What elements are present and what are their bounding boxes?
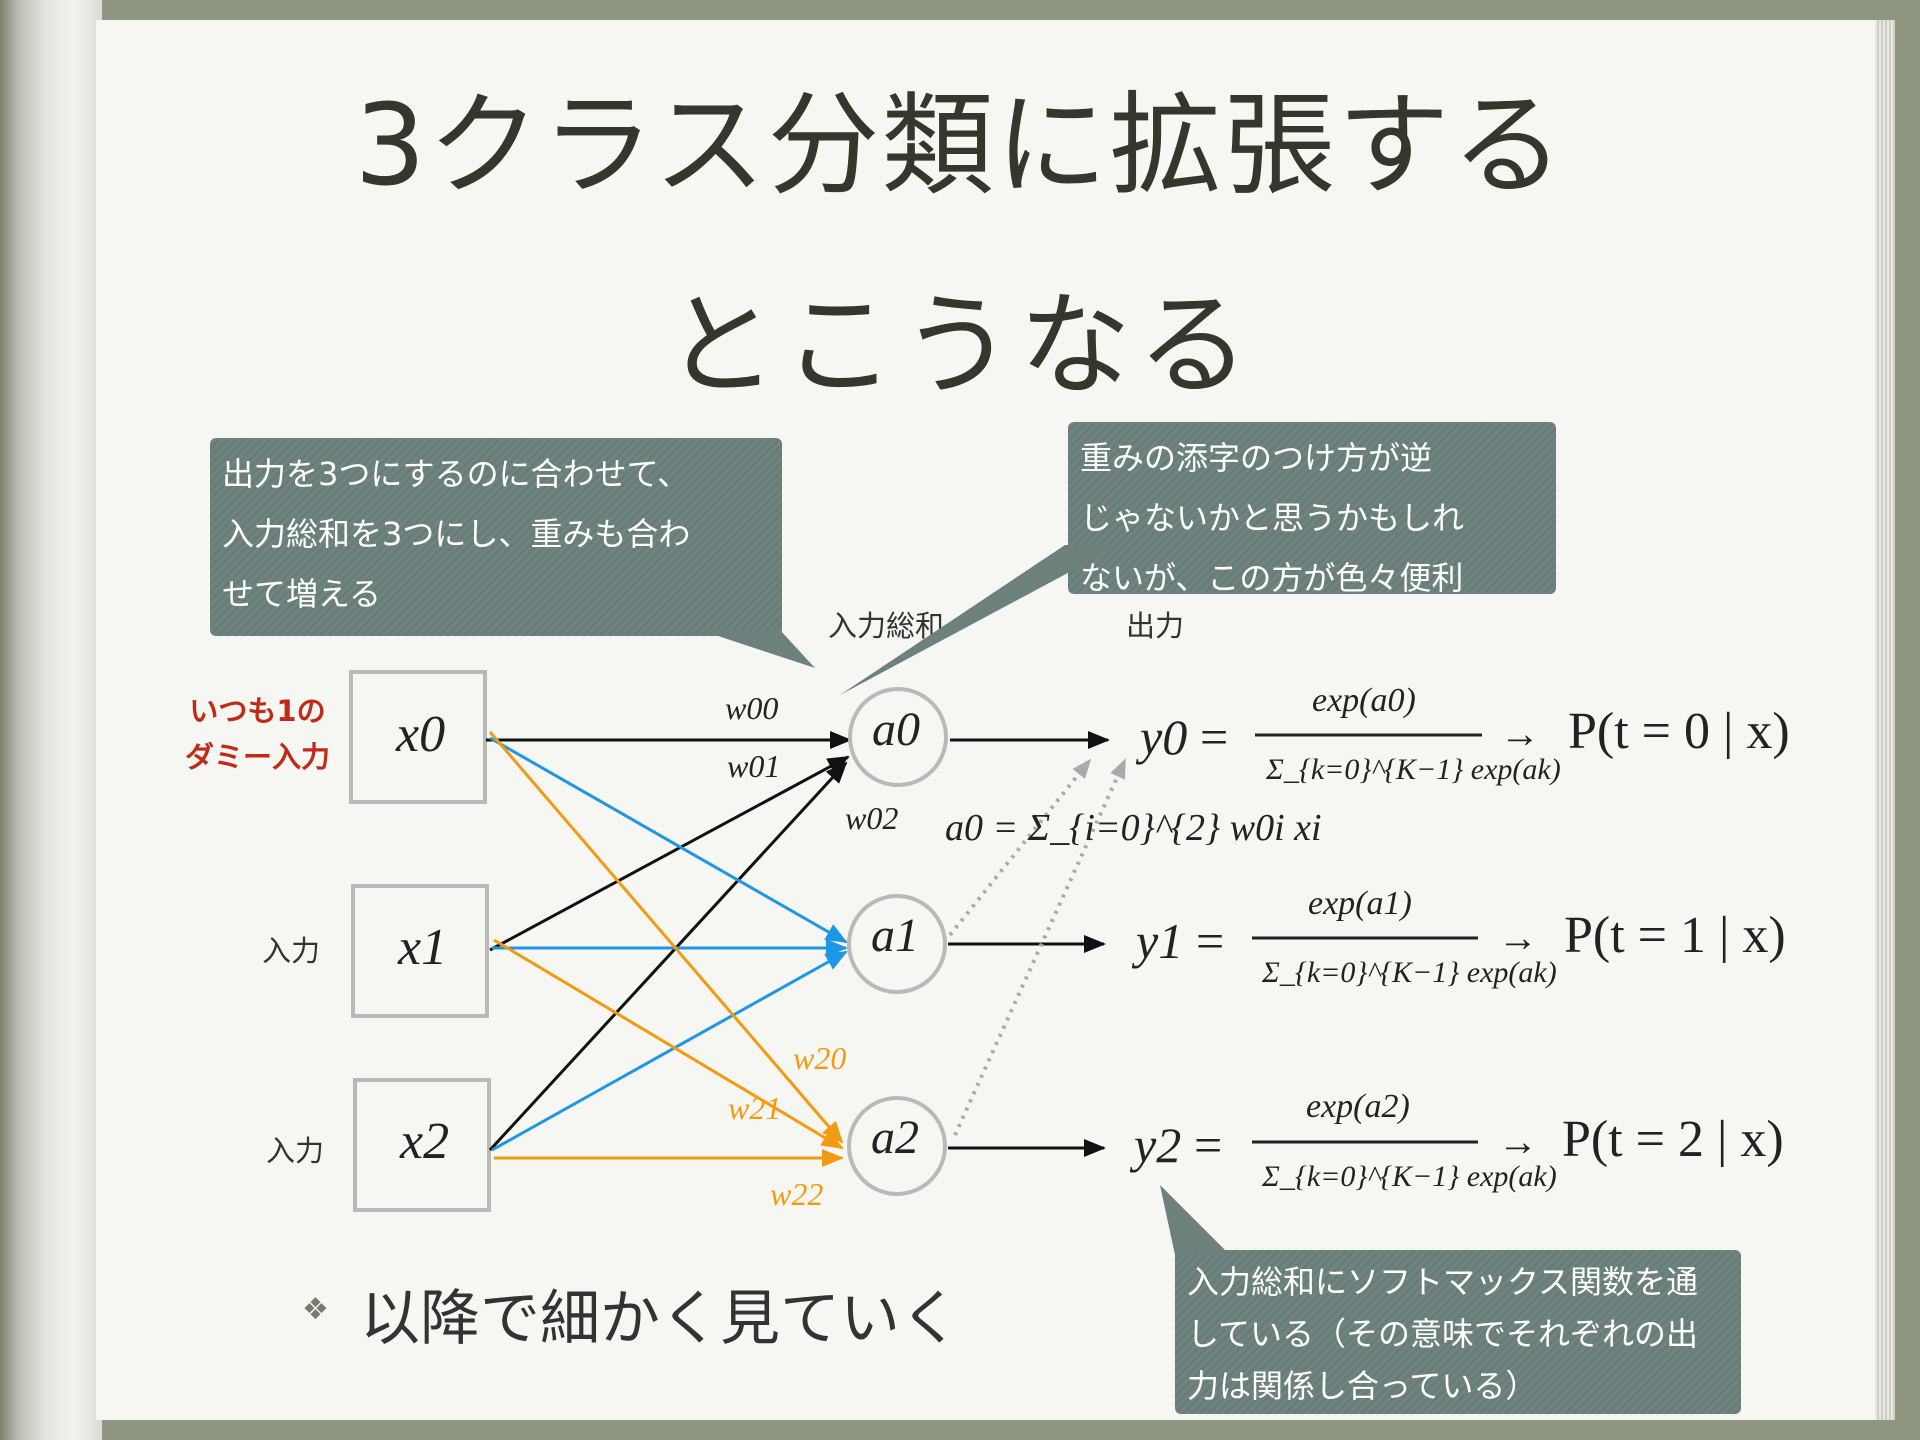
slide-title-line2: とこうなる <box>665 281 1255 411</box>
weight-w02: w02 <box>845 800 899 836</box>
callout-top-right: 重みの添字のつけ方が逆 じゃないかと思うかもしれ ないが、この方が色々便利 <box>1068 422 1556 597</box>
denominator-2: Σ_{k=0}^{K−1} exp(ak) <box>1262 1160 1557 1193</box>
page-curl <box>0 0 102 1440</box>
page-edge <box>1875 20 1895 1420</box>
input-x2: x2 <box>400 1113 450 1170</box>
edge-w02 <box>488 761 848 1152</box>
weight-w22: w22 <box>770 1176 824 1212</box>
denominator-0: Σ_{k=0}^{K−1} exp(ak) <box>1266 753 1561 786</box>
edge-w12 <box>491 950 848 1152</box>
arrow-glyph: → <box>1498 915 1538 960</box>
numerator-1: exp(a1) <box>1308 885 1412 922</box>
probability-0: P(t = 0 | x) <box>1568 703 1790 760</box>
input-node-x0 <box>349 670 487 804</box>
bullet-text: 以降で細かく見ていく <box>360 1284 960 1354</box>
input-x0: x0 <box>396 706 446 763</box>
callout-line: じゃないかと思うかもしれ <box>1080 499 1465 537</box>
dummy-label-line: ダミー入力 <box>184 740 330 774</box>
slide-page <box>96 20 1886 1420</box>
probability-2: P(t = 2 | x) <box>1562 1111 1784 1168</box>
sum-node-a0 <box>848 687 948 787</box>
sum-a0: a0 <box>872 703 920 756</box>
arrow-glyph: → <box>1498 1119 1538 1164</box>
numerator-2: exp(a2) <box>1306 1088 1410 1125</box>
input-sum-header: 入力総和 <box>828 609 945 643</box>
weight-w00: w00 <box>725 690 779 726</box>
edge-w01 <box>489 755 850 952</box>
equals-sign: = <box>1200 709 1229 765</box>
sum-node-a2 <box>847 1096 947 1196</box>
input-node-x1 <box>351 884 489 1018</box>
input-node-x2 <box>353 1078 491 1212</box>
callout-line: 力は関係し合っている） <box>1187 1367 1538 1405</box>
equation-a0: a0 = Σ_{i=0}^{2} w0i xi <box>945 807 1322 849</box>
diamond-bullet-icon: ❖ <box>302 1292 329 1327</box>
callout-line: せて増える <box>222 575 382 613</box>
callout-line: ないが、この方が色々便利 <box>1080 559 1464 597</box>
arrow-glyph: → <box>1500 711 1540 756</box>
dummy-label-line: いつも1の <box>189 694 326 728</box>
callout-bottom-right-pointer <box>1160 1185 1230 1255</box>
callout-bottom-right: 入力総和にソフトマックス関数を通 している（その意味でそれぞれの出 力は関係し合… <box>1175 1250 1741 1414</box>
callout-line: 入力総和にソフトマックス関数を通 <box>1187 1263 1699 1301</box>
weight-w21: w21 <box>728 1090 782 1126</box>
output-y1: y1 <box>1136 913 1184 969</box>
output-y0: y0 <box>1140 709 1188 765</box>
callout-line: 入力総和を3つにし、重みも合わ <box>222 515 691 553</box>
callout-line: 出力を3つにするのに合わせて、 <box>222 455 690 493</box>
output-header: 出力 <box>1126 609 1185 643</box>
callout-line: している（その意味でそれぞれの出 <box>1187 1315 1699 1353</box>
input-x1: x1 <box>398 919 448 976</box>
slide-title-line1: 3クラス分類に拡張する <box>354 81 1566 211</box>
weight-w01: w01 <box>727 748 781 784</box>
dotted-arrow-a1 <box>948 758 1092 937</box>
weight-w20: w20 <box>793 1040 847 1076</box>
edge-w10 <box>489 736 848 944</box>
probability-1: P(t = 1 | x) <box>1564 907 1786 964</box>
dummy-input-label: いつも1の ダミー入力 <box>170 688 345 780</box>
sum-node-a1 <box>847 894 947 994</box>
denominator-1: Σ_{k=0}^{K−1} exp(ak) <box>1262 956 1557 989</box>
equals-sign: = <box>1194 1117 1223 1173</box>
callout-top-right-pointer <box>840 545 1120 695</box>
callout-top-left: 出力を3つにするのに合わせて、 入力総和を3つにし、重みも合わ せて増える <box>210 438 782 636</box>
edge-w21 <box>493 938 844 1150</box>
sum-a2: a2 <box>871 1111 919 1164</box>
dotted-arrow-a2 <box>953 758 1127 1136</box>
equals-sign: = <box>1196 913 1225 969</box>
callout-line: 重みの添字のつけ方が逆 <box>1080 439 1433 477</box>
input-label-x2: 入力 <box>266 1134 325 1168</box>
output-y2: y2 <box>1134 1117 1182 1173</box>
edge-w20 <box>488 731 844 1144</box>
callout-top-left-pointer <box>700 630 815 668</box>
input-label-x1: 入力 <box>262 934 321 968</box>
sum-a1: a1 <box>871 909 919 962</box>
numerator-0: exp(a0) <box>1312 682 1416 719</box>
